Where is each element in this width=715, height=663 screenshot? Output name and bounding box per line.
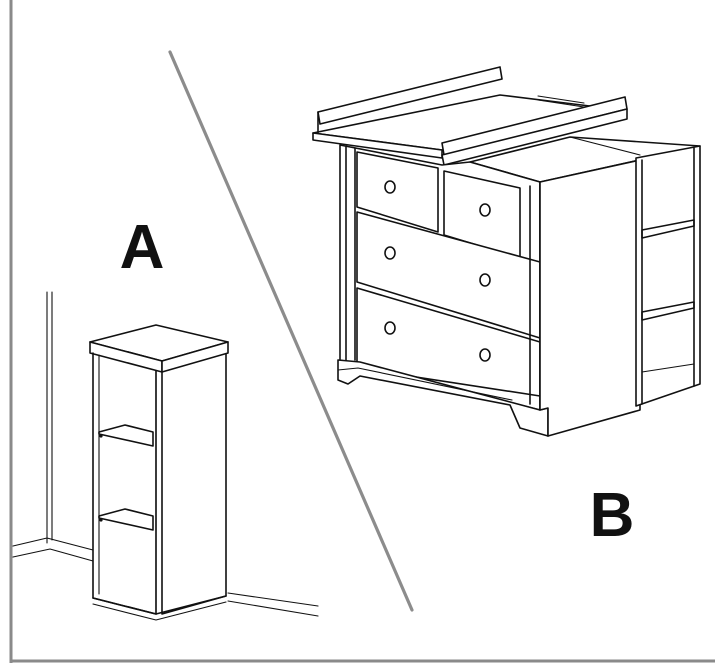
label-a: A	[120, 213, 165, 282]
option-a-shelf-unit	[12, 291, 319, 621]
room-corner	[12, 291, 319, 617]
frame-border	[9, 0, 715, 663]
label-b: B	[590, 481, 635, 550]
option-b-dresser-with-shelf	[312, 66, 701, 437]
diagonal-divider	[168, 50, 414, 612]
